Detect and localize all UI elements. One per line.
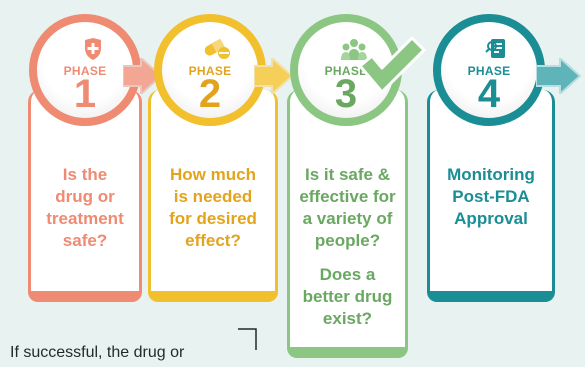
phase-1-number: 1 xyxy=(73,72,97,116)
phase-4-question: Monitoring Post-FDA Approval xyxy=(447,165,535,228)
phase-3-question: Is it safe & effective for a variety of … xyxy=(299,165,396,250)
connector-line xyxy=(238,328,257,350)
shield-cross-icon xyxy=(37,38,133,60)
phase-3-card: Is it safe & effective for a variety of … xyxy=(287,90,408,358)
phase-1-question: Is the drug or treatment safe? xyxy=(46,165,124,250)
phase-4-arrow xyxy=(536,58,582,94)
phase-3-question-2: Does a better drug exist? xyxy=(302,265,393,328)
phase-3-number: 3 xyxy=(334,72,358,116)
phase-2-arrow xyxy=(254,58,294,94)
checkmark-icon xyxy=(358,36,426,94)
phase-4-number: 4 xyxy=(477,72,501,116)
document-search-icon xyxy=(441,38,537,60)
phase-2-badge: PHASE 2 xyxy=(154,14,266,126)
people-group-icon xyxy=(298,38,394,60)
phase-3-label: PHASE xyxy=(324,64,368,78)
phase-2-question: How much is needed for desired effect? xyxy=(169,165,257,250)
footnote-text: If successful, the drug or xyxy=(10,344,185,361)
phase-2-label: PHASE xyxy=(188,64,232,78)
phase-4-label: PHASE xyxy=(467,64,511,78)
phase-4-badge: PHASE 4 xyxy=(433,14,545,126)
phase-1-arrow xyxy=(123,58,163,94)
phase-2-number: 2 xyxy=(198,72,222,116)
phase-1-label: PHASE xyxy=(63,64,107,78)
pills-icon xyxy=(162,38,258,60)
